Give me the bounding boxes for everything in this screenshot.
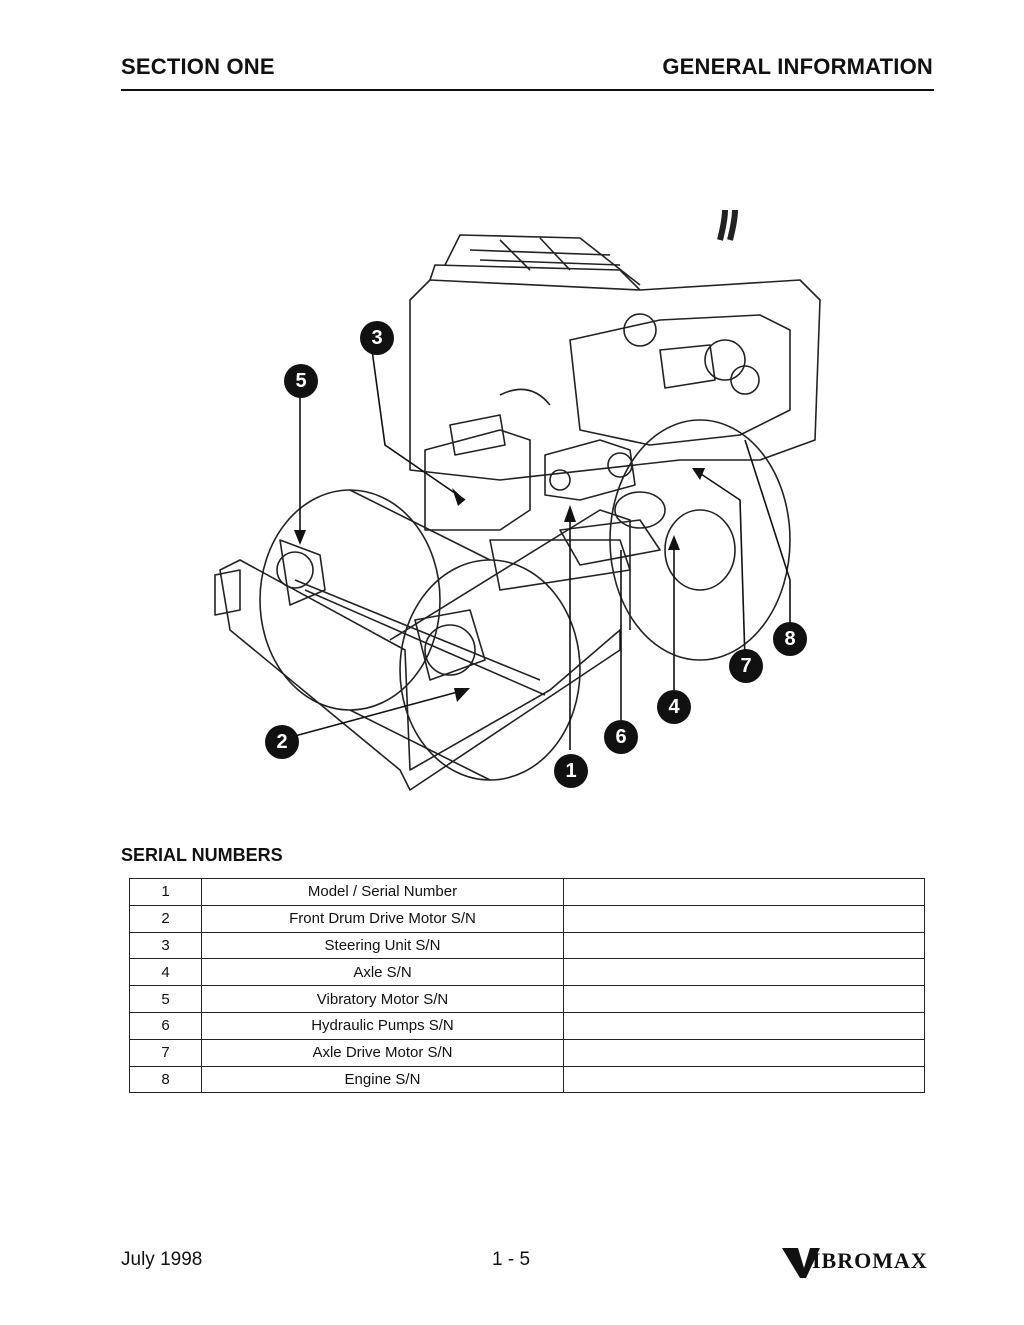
row-number: 6 xyxy=(129,1011,202,1040)
row-value-cell[interactable] xyxy=(563,931,925,960)
table-row: 4 Axle S/N xyxy=(129,958,925,987)
svg-text:4: 4 xyxy=(668,696,680,718)
roller-component-diagram: 1 2 3 4 5 6 7 8 xyxy=(214,210,821,791)
row-item: Hydraulic Pumps S/N xyxy=(201,1011,564,1040)
svg-text:3: 3 xyxy=(371,327,382,349)
row-value-cell[interactable] xyxy=(563,878,925,906)
row-item: Axle Drive Motor S/N xyxy=(201,1038,564,1067)
svg-text:5: 5 xyxy=(295,370,306,392)
svg-text:6: 6 xyxy=(615,726,626,748)
row-item: Front Drum Drive Motor S/N xyxy=(201,904,564,933)
footer-date: July 1998 xyxy=(121,1249,203,1270)
table-row: 2 Front Drum Drive Motor S/N xyxy=(129,904,925,933)
svg-text:8: 8 xyxy=(784,628,795,650)
vibromax-logo: IBROMAX xyxy=(782,1248,928,1278)
row-value-cell[interactable] xyxy=(563,958,925,987)
row-value-cell[interactable] xyxy=(563,1038,925,1067)
callout-1: 1 xyxy=(554,754,588,788)
row-number: 2 xyxy=(129,904,202,933)
table-row: 8 Engine S/N xyxy=(129,1065,925,1094)
callout-7: 7 xyxy=(729,649,763,683)
row-number: 5 xyxy=(129,985,202,1013)
row-item: Axle S/N xyxy=(201,958,564,987)
table-row: 1 Model / Serial Number xyxy=(129,878,925,906)
row-item: Model / Serial Number xyxy=(201,878,564,906)
table-row: 6 Hydraulic Pumps S/N xyxy=(129,1011,925,1040)
svg-text:7: 7 xyxy=(740,655,751,677)
table-row: 7 Axle Drive Motor S/N xyxy=(129,1038,925,1067)
table-row: 3 Steering Unit S/N xyxy=(129,931,925,960)
row-number: 4 xyxy=(129,958,202,987)
svg-text:1: 1 xyxy=(565,760,576,782)
table-row: 5 Vibratory Motor S/N xyxy=(129,985,925,1013)
row-number: 1 xyxy=(129,878,202,906)
row-value-cell[interactable] xyxy=(563,1065,925,1094)
row-value-cell[interactable] xyxy=(563,1011,925,1040)
section-title: SECTION ONE xyxy=(121,54,275,79)
page-number: 1 - 5 xyxy=(492,1249,531,1270)
row-value-cell[interactable] xyxy=(563,985,925,1013)
row-number: 8 xyxy=(129,1065,202,1094)
row-number: 3 xyxy=(129,931,202,960)
row-item: Vibratory Motor S/N xyxy=(201,985,564,1013)
row-number: 7 xyxy=(129,1038,202,1067)
callout-2: 2 xyxy=(265,725,299,759)
callout-5: 5 xyxy=(284,364,318,398)
serial-numbers-table: 1 Model / Serial Number 2 Front Drum Dri… xyxy=(129,878,925,1094)
svg-text:IBROMAX: IBROMAX xyxy=(812,1248,928,1273)
serial-numbers-heading: SERIAL NUMBERS xyxy=(121,845,283,865)
callout-3: 3 xyxy=(360,321,394,355)
callout-4: 4 xyxy=(657,690,691,724)
row-item: Steering Unit S/N xyxy=(201,931,564,960)
row-item: Engine S/N xyxy=(201,1065,564,1094)
header-rule xyxy=(121,89,934,91)
chapter-title: GENERAL INFORMATION xyxy=(662,54,933,79)
callout-8: 8 xyxy=(773,622,807,656)
callout-6: 6 xyxy=(604,720,638,754)
svg-text:2: 2 xyxy=(276,731,287,753)
row-value-cell[interactable] xyxy=(563,904,925,933)
